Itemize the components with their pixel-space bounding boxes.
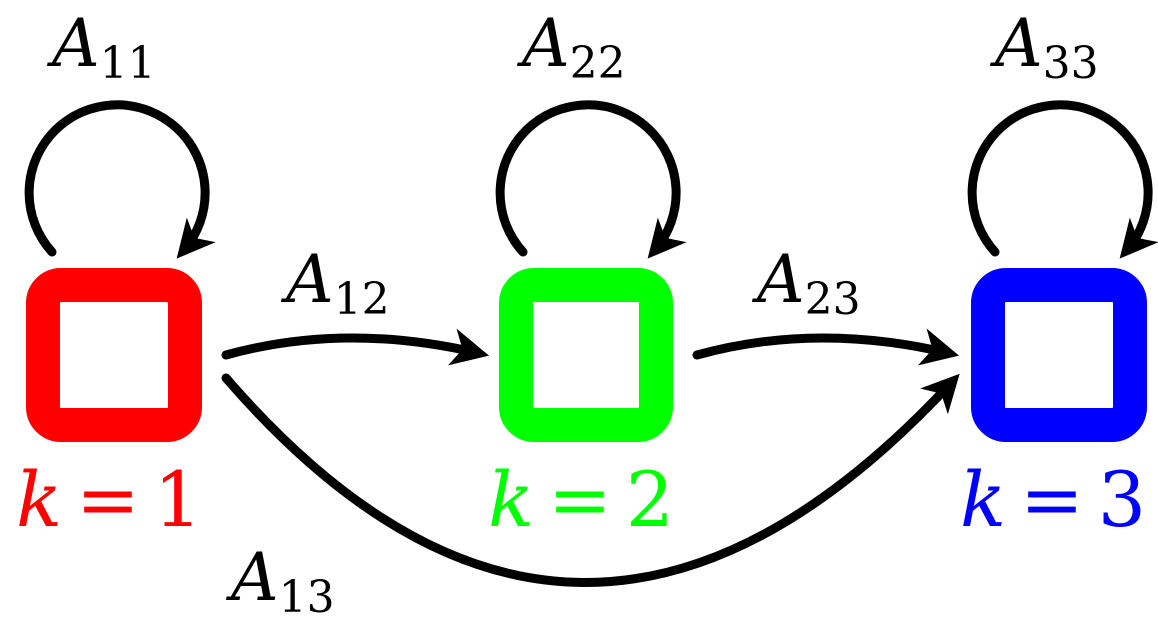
transition-arrow-1-2 [221, 328, 490, 366]
edge-label-a33: A33 [989, 5, 1099, 89]
state-label-1: k=1 [16, 455, 202, 544]
edge-label-a12: A12 [280, 241, 390, 325]
state-node-1 [26, 268, 202, 442]
self-loop-arrow-3 [967, 100, 1158, 259]
self-loop-arrow-1 [24, 100, 216, 259]
state-label-3: k=3 [960, 455, 1146, 544]
edge-label-a13: A13 [225, 539, 335, 623]
state-node-2 [499, 268, 673, 442]
transition-arrow-1-3 [221, 373, 960, 587]
self-loop-arrow-2 [495, 100, 687, 259]
state-node-3 [971, 268, 1147, 442]
edge-label-a22: A22 [516, 5, 626, 89]
state-label-2: k=2 [488, 455, 674, 544]
edge-label-a11: A11 [46, 5, 156, 89]
edge-label-a23: A23 [751, 241, 861, 325]
transition-arrow-2-3 [692, 328, 960, 366]
